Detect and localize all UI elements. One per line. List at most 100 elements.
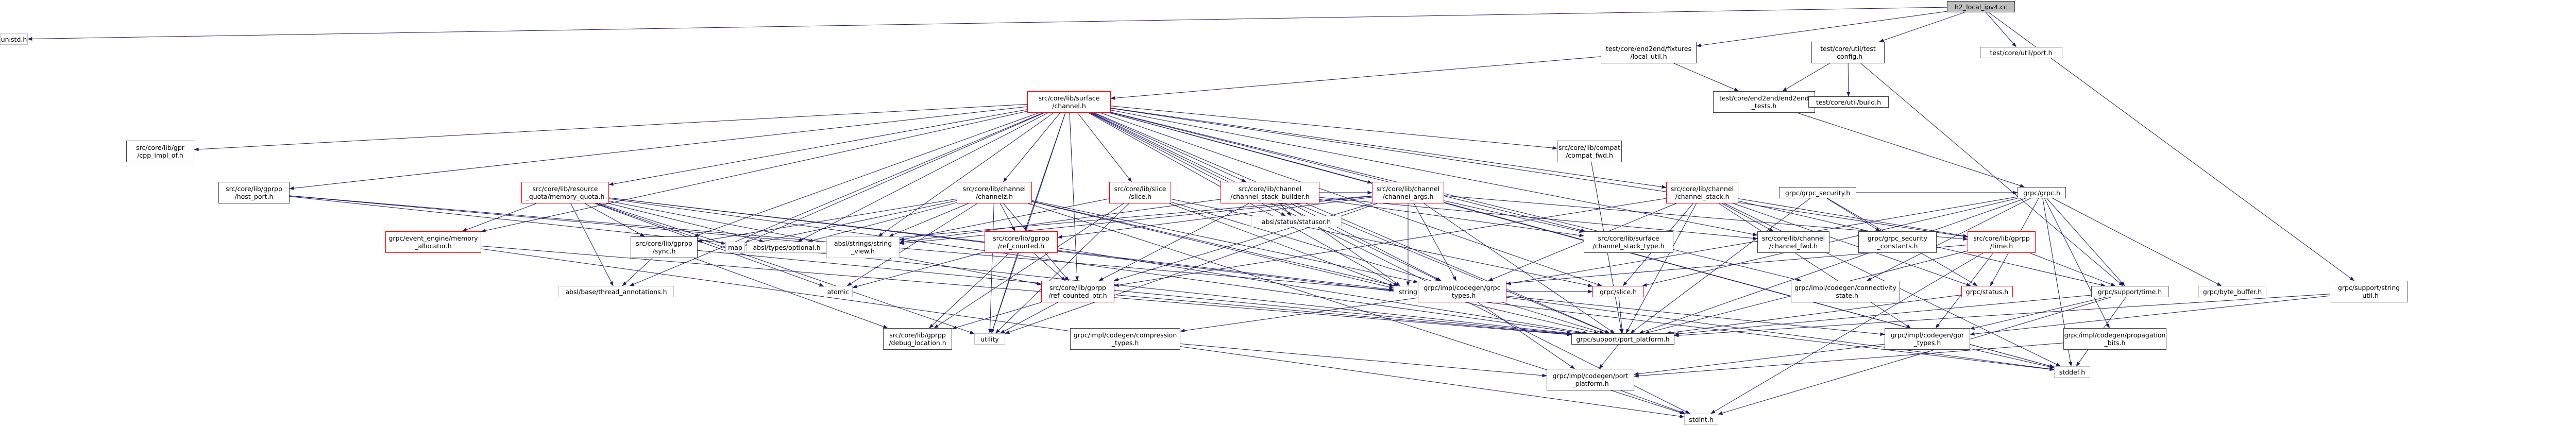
edge-memory-quota-to-map bbox=[599, 203, 726, 245]
edge-ref-counted-ptr-to-utility bbox=[999, 302, 1058, 334]
node-string-view[interactable]: absl/strings/string _view.h bbox=[826, 236, 900, 258]
node-debug-location[interactable]: src/core/lib/gprpp /debug_location.h bbox=[883, 328, 952, 350]
node-utility[interactable]: utility bbox=[974, 333, 1005, 345]
node-support-time[interactable]: grpc/support/time.h bbox=[2091, 286, 2168, 297]
node-connectivity-state[interactable]: grpc/impl/codegen/connectivity _state.h bbox=[1791, 281, 1900, 302]
node-surface-channel[interactable]: src/core/lib/surface /channel.h bbox=[1027, 91, 1111, 113]
edge-channelz-to-optional bbox=[808, 202, 957, 243]
edge-grpc-h-to-grpc-slice bbox=[1642, 198, 2018, 287]
node-map[interactable]: map bbox=[725, 242, 745, 253]
edge-channelz-to-string-view bbox=[889, 203, 969, 237]
edge-channel-args-to-port-platform bbox=[1423, 203, 1615, 334]
edge-channel-stack-builder-to-channel-stack-type bbox=[1319, 199, 1584, 237]
node-cpp-impl-of[interactable]: src/core/lib/gpr /cpp_impl_of.h bbox=[126, 141, 194, 162]
edge-surface-channel-to-stdint bbox=[1090, 112, 1690, 414]
edge-iomgr-time-to-support-time bbox=[2029, 252, 2115, 286]
node-atomic[interactable]: atomic bbox=[824, 286, 853, 297]
node-propagation-bits[interactable]: grpc/impl/codegen/propagation _bits.h bbox=[2063, 328, 2166, 350]
dependency-edges bbox=[27, 7, 2354, 418]
edge-gprpp-host-port-to-string-view bbox=[289, 195, 827, 246]
edge-channel-args-to-ref-counted bbox=[1057, 197, 1372, 239]
node-grpc-h[interactable]: grpc/grpc.h bbox=[2018, 187, 2066, 198]
edge-gprpp-host-port-to-port-platform bbox=[289, 196, 1572, 335]
node-port-platform[interactable]: grpc/support/port_platform.h bbox=[1571, 333, 1674, 345]
edge-slice-h-to-string bbox=[1169, 203, 1394, 287]
node-channel-stack-type[interactable]: src/core/lib/surface /channel_stack_type… bbox=[1584, 231, 1673, 253]
edge-ref-counted-to-debug-location bbox=[929, 252, 1010, 329]
edge-memory-quota-to-atomic bbox=[595, 203, 824, 287]
node-test-port[interactable]: test/core/util/port.h bbox=[1980, 47, 2062, 58]
node-unistd[interactable]: unistd.h bbox=[0, 33, 28, 45]
edge-ref-counted-ptr-to-port-platform bbox=[1114, 294, 1572, 336]
node-string-util[interactable]: grpc/support/string _util.h bbox=[2330, 281, 2408, 302]
node-gpr-types[interactable]: grpc/impl/codegen/gpr _types.h bbox=[1885, 328, 1970, 350]
node-thread-annotations[interactable]: absl/base/thread_annotations.h bbox=[558, 286, 674, 297]
edge-surface-channel-to-iomgr-time bbox=[1110, 108, 1968, 238]
edge-channel-args-to-grpc-types bbox=[1414, 203, 1456, 281]
node-slice-h[interactable]: src/core/lib/slice /slice.h bbox=[1109, 182, 1171, 203]
edge-surface-channel-to-cpp-impl-of bbox=[194, 104, 1028, 151]
node-memory-quota[interactable]: src/core/lib/resource _quota/memory_quot… bbox=[521, 182, 609, 203]
node-grpc-security[interactable]: grpc/grpc_security.h bbox=[1779, 187, 1856, 198]
edge-root-to-test-config bbox=[1879, 12, 1965, 42]
node-codegen-port-platform[interactable]: grpc/impl/codegen/port _platform.h bbox=[1547, 369, 1634, 390]
edge-channel-stack-to-port-platform bbox=[1625, 203, 1697, 334]
edge-grpc-h-to-propagation-bits bbox=[2044, 198, 2110, 329]
node-statusor[interactable]: absl/status/statusor.h bbox=[1251, 216, 1342, 227]
edge-memory-quota-to-gprpp-sync bbox=[584, 203, 645, 237]
node-stddef[interactable]: stddef.h bbox=[2054, 366, 2090, 378]
node-grpc-status[interactable]: grpc/status.h bbox=[1961, 286, 2013, 297]
node-optional[interactable]: absl/types/optional.h bbox=[747, 242, 827, 253]
node-iomgr-time[interactable]: src/core/lib/gprpp /time.h bbox=[1968, 231, 2036, 253]
node-end2end-tests[interactable]: test/core/end2end/end2end _tests.h bbox=[1713, 91, 1815, 113]
edge-surface-channel-to-compat-fwd bbox=[1110, 106, 1557, 150]
node-local-util[interactable]: test/core/end2end/fixtures /local_util.h bbox=[1601, 42, 1697, 63]
node-gprpp-host-port[interactable]: src/core/lib/gprpp /host_port.h bbox=[218, 182, 290, 203]
edge-grpc-types-to-codegen-port-platform bbox=[1478, 302, 1575, 369]
node-channelz[interactable]: src/core/lib/channel /channelz.h bbox=[957, 182, 1032, 203]
node-security-constants[interactable]: grpc/grpc_security _constants.h bbox=[1858, 231, 1937, 253]
edge-channel-stack-builder-to-port-platform bbox=[1296, 203, 1609, 334]
edge-channel-stack-to-grpc-status bbox=[1733, 203, 1971, 286]
edge-channelz-to-string bbox=[1031, 201, 1394, 289]
node-compat-fwd[interactable]: src/core/lib/compat /compat_fwd.h bbox=[1557, 141, 1622, 162]
edge-grpc-types-to-gpr-types bbox=[1506, 296, 1885, 336]
edge-gprpp-sync-to-debug-location bbox=[693, 258, 888, 329]
edge-slice-h-to-port-platform bbox=[1171, 201, 1605, 334]
edge-surface-channel-to-optional bbox=[797, 112, 1048, 242]
node-string[interactable]: string bbox=[1394, 286, 1422, 297]
edge-channelz-to-utility bbox=[988, 203, 994, 334]
node-channel-fwd[interactable]: src/core/lib/channel /channel_fwd.h bbox=[1757, 231, 1829, 253]
node-stdint[interactable]: stdint.h bbox=[1684, 414, 1718, 425]
node-channel-args[interactable]: src/core/lib/channel /channel_args.h bbox=[1372, 182, 1444, 203]
node-channel-stack-builder[interactable]: src/core/lib/channel /channel_stack_buil… bbox=[1221, 182, 1319, 203]
edge-test-config-to-build bbox=[1846, 63, 1851, 97]
edge-surface-channel-to-slice-h bbox=[1077, 112, 1132, 182]
edge-channel-stack-to-channel-fwd bbox=[1722, 203, 1774, 232]
edge-slice-h-to-string-view bbox=[899, 198, 1110, 241]
edge-local-util-to-surface-channel bbox=[1110, 56, 1601, 100]
edge-channelz-to-gprpp-sync bbox=[697, 198, 957, 243]
node-test-config[interactable]: test/core/util/test _config.h bbox=[1811, 42, 1885, 63]
edge-channel-args-to-optional bbox=[826, 195, 1372, 245]
node-ref-counted-ptr[interactable]: src/core/lib/gprpp /ref_counted_ptr.h bbox=[1041, 281, 1114, 302]
edge-memory-quota-to-thread-annotations bbox=[570, 203, 614, 286]
node-build[interactable]: test/core/util/build.h bbox=[1808, 96, 1889, 108]
edge-surface-channel-to-channelz bbox=[1003, 112, 1061, 182]
node-byte-buffer[interactable]: grpc/byte_buffer.h bbox=[2198, 286, 2266, 297]
node-grpc-slice[interactable]: grpc/slice.h bbox=[1592, 286, 1644, 297]
edge-surface-channel-to-thread-annotations bbox=[629, 112, 1043, 286]
node-grpc-types[interactable]: grpc/impl/codegen/grpc _types.h bbox=[1418, 281, 1506, 302]
edge-channel-args-to-channel-stack-type bbox=[1444, 200, 1584, 233]
edge-channel-stack-to-iomgr-time bbox=[1738, 198, 1968, 238]
node-ref-counted[interactable]: src/core/lib/gprpp /ref_counted.h bbox=[985, 231, 1058, 253]
edge-channel-stack-to-grpc-types bbox=[1488, 203, 1676, 281]
edge-channelz-to-grpc-types bbox=[1031, 200, 1418, 283]
node-channel-stack[interactable]: src/core/lib/channel /channel_stack.h bbox=[1666, 182, 1738, 203]
node-ee-memory-allocator[interactable]: grpc/event_engine/memory _allocator.h bbox=[385, 231, 481, 253]
edge-ref-counted-to-atomic bbox=[852, 251, 985, 288]
edge-grpc-h-to-port-platform bbox=[1639, 198, 2026, 334]
node-compression-types[interactable]: grpc/impl/codegen/compression _types.h bbox=[1070, 328, 1180, 350]
node-gprpp-sync[interactable]: src/core/lib/gprpp /sync.h bbox=[631, 236, 698, 258]
